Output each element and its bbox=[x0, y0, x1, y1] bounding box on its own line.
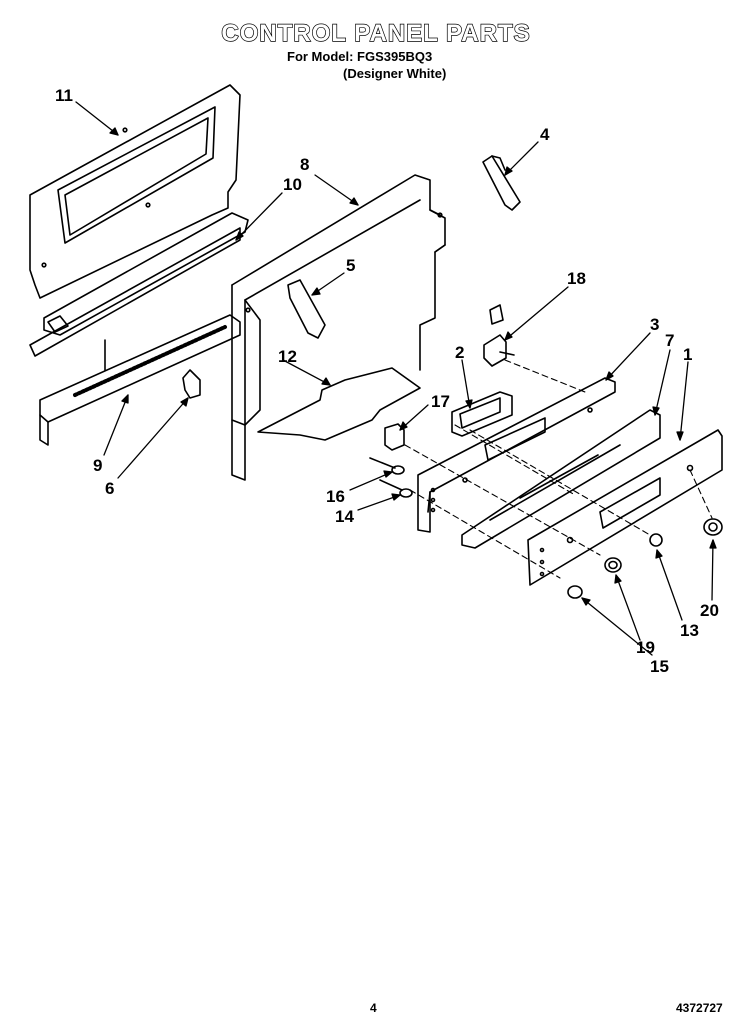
part-13-knob bbox=[649, 533, 663, 547]
callout-13: 13 bbox=[680, 621, 699, 640]
callout-16: 16 bbox=[326, 487, 345, 506]
part-14-button bbox=[379, 479, 413, 498]
callout-2: 2 bbox=[455, 343, 464, 362]
callout-11: 11 bbox=[55, 86, 73, 105]
callout-19: 19 bbox=[636, 638, 655, 657]
part-18-switch bbox=[483, 304, 515, 367]
part-6-clip bbox=[182, 369, 201, 399]
part-7-inner-panel bbox=[461, 409, 661, 549]
callout-labels: 11 4 8 10 5 18 3 7 1 2 12 17 9 6 16 14 2… bbox=[55, 86, 719, 676]
part-8-frame bbox=[231, 174, 446, 481]
part-20-knob bbox=[703, 518, 723, 536]
part-10-trim bbox=[29, 212, 249, 357]
callout-8: 8 bbox=[300, 155, 309, 174]
part-19-knob bbox=[604, 557, 622, 573]
page-title: CONTROL PANEL PARTS bbox=[221, 19, 531, 47]
page-number: 4 bbox=[370, 1001, 377, 1015]
color-line: (Designer White) bbox=[343, 66, 447, 81]
part-17-switch bbox=[384, 423, 405, 451]
leader-lines bbox=[75, 101, 717, 656]
callout-10: 10 bbox=[283, 175, 302, 194]
part-15-knob bbox=[567, 585, 583, 599]
part-2-display bbox=[451, 391, 513, 437]
part-5-handle bbox=[287, 279, 326, 339]
callout-17: 17 bbox=[431, 392, 450, 411]
callout-6: 6 bbox=[105, 479, 114, 498]
part-11-rear-panel bbox=[29, 84, 241, 299]
callout-12: 12 bbox=[278, 347, 297, 366]
part-1-front-panel bbox=[527, 429, 723, 586]
callout-18: 18 bbox=[567, 269, 586, 288]
part-9-vent-grille bbox=[39, 314, 241, 446]
model-line: For Model: FGS395BQ3 bbox=[287, 49, 433, 64]
assembly-lines bbox=[404, 359, 713, 579]
callout-3: 3 bbox=[650, 315, 659, 334]
callout-15: 15 bbox=[650, 657, 669, 676]
callout-1: 1 bbox=[683, 345, 692, 364]
callout-4: 4 bbox=[540, 125, 550, 144]
callout-5: 5 bbox=[346, 256, 355, 275]
callout-9: 9 bbox=[93, 456, 102, 475]
part-4-end-cap bbox=[482, 155, 521, 211]
callout-20: 20 bbox=[700, 601, 719, 620]
document-number: 4372727 bbox=[676, 1001, 723, 1015]
part-16-button bbox=[369, 457, 405, 475]
callout-7: 7 bbox=[665, 331, 674, 350]
callout-14: 14 bbox=[335, 507, 354, 526]
part-12-shield bbox=[257, 367, 421, 441]
